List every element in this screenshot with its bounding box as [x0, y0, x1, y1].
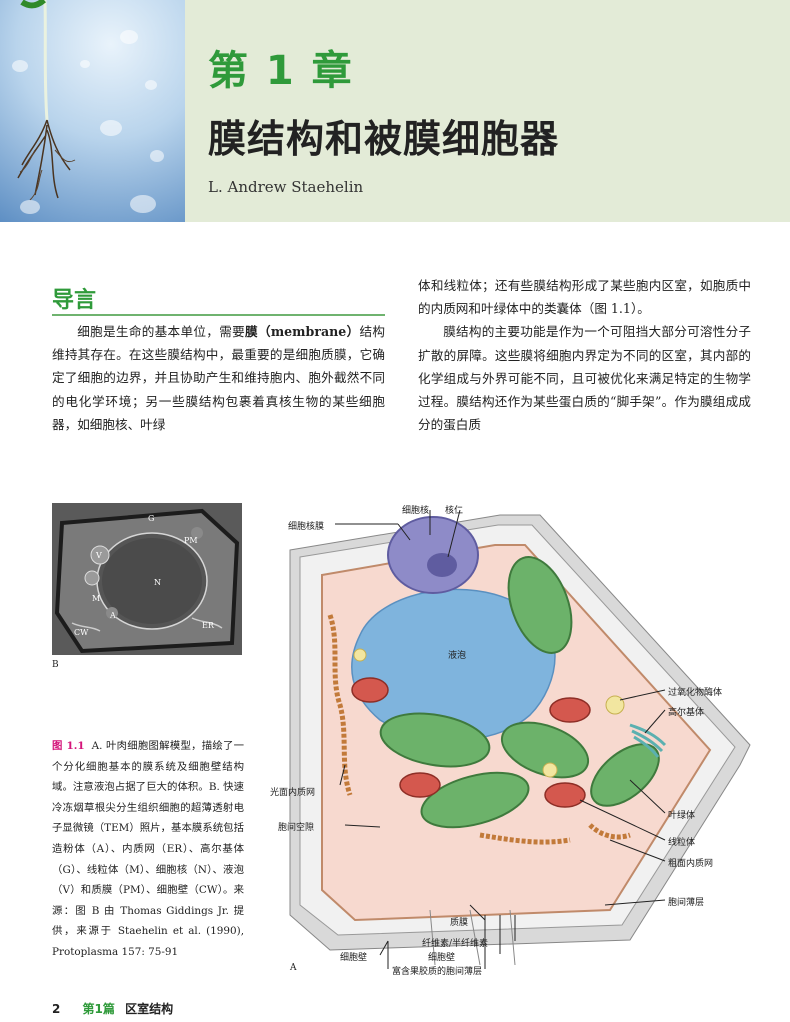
label-nuclear-envelope: 细胞核膜 — [288, 522, 325, 532]
term-membrane-en: （membrane） — [257, 324, 360, 339]
label-nucleus: 细胞核 — [402, 506, 430, 516]
label-pectin-lamella: 富含果胶质的胞间薄层 — [392, 967, 483, 977]
intro-right-column: 体和线粒体；还有些膜结构形成了某些胞内区室，如胞质中的内质网和叶绿体中的类囊体（… — [418, 274, 751, 436]
body-text: 细胞是生命的基本单位，需要 — [77, 324, 246, 339]
plant-cell-diagram: 细胞核膜 细胞核 核仁 液泡 过氧化物酶体 高尔基体 光面内质网 胞间空隙 叶绿… — [270, 495, 770, 985]
heading-divider — [52, 314, 385, 316]
label-vacuole: 液泡 — [448, 651, 467, 661]
intro-left-column: 细胞是生命的基本单位，需要膜（membrane）结构维持其存在。在这些膜结构中，… — [52, 320, 385, 436]
chapter-title: 膜结构和被膜细胞器 — [208, 117, 560, 161]
term-membrane: 膜 — [245, 324, 258, 339]
section-heading-intro: 导言 — [52, 288, 97, 313]
label-rough-er: 粗面内质网 — [668, 859, 714, 869]
page-footer: 2 第1篇 区室结构 — [52, 1000, 173, 1017]
tem-label: N — [154, 578, 161, 587]
tem-label: M — [92, 594, 100, 603]
tem-label: A — [109, 611, 116, 620]
section-label: 第1篇 — [82, 1002, 115, 1016]
figure-b-label: B — [52, 660, 59, 670]
tem-label: PM — [184, 536, 198, 545]
figure-number: 图 1.1 — [52, 740, 85, 752]
label-smooth-er: 光面内质网 — [270, 788, 316, 798]
tem-label: V — [95, 551, 102, 560]
figure-a-label: A — [290, 963, 297, 973]
chapter-number: 第 1 章 — [208, 48, 354, 94]
label-cell-wall-2: 细胞壁 — [428, 953, 456, 963]
tem-label: CW — [74, 628, 89, 637]
label-golgi: 高尔基体 — [668, 708, 705, 718]
label-middle-lamella: 胞间薄层 — [668, 898, 705, 908]
caption-text: A. 叶肉细胞图解模型，描绘了一个分化细胞基本的膜系统及细胞壁结构域。注意液泡占… — [52, 740, 245, 958]
plant-cell-illustration — [289, 509, 751, 969]
body-text: 结构维持其存在。在这些膜结构中，最重要的是细胞质膜，它确定了细胞的边界，并且协助… — [52, 324, 386, 432]
label-chloroplast: 叶绿体 — [668, 811, 696, 821]
tem-label: G — [148, 514, 154, 523]
seedling-icon — [17, 0, 76, 201]
label-plasma-membrane: 质膜 — [450, 918, 469, 928]
label-mitochondrion: 线粒体 — [668, 838, 696, 848]
paragraph: 膜结构的主要功能是作为一个可阻挡大部分可溶性分子扩散的屏障。这些膜将细胞内界定为… — [418, 324, 751, 433]
label-intercellular-space: 胞间空隙 — [278, 823, 315, 833]
section-name: 区室结构 — [125, 1002, 174, 1016]
tem-label: ER — [202, 621, 215, 630]
header-photo-seedling — [0, 0, 185, 222]
paragraph: 体和线粒体；还有些膜结构形成了某些胞内区室，如胞质中的内质网和叶绿体中的类囊体（… — [418, 278, 751, 317]
chapter-header: 第 1 章 膜结构和被膜细胞器 L. Andrew Staehelin — [0, 0, 790, 222]
label-peroxisome: 过氧化物酶体 — [668, 688, 723, 698]
figure-caption: 图 1.1 A. 叶肉细胞图解模型，描绘了一个分化细胞基本的膜系统及细胞壁结构域… — [52, 736, 244, 963]
label-cell-wall: 细胞壁 — [340, 953, 368, 963]
label-nucleolus: 核仁 — [445, 506, 464, 516]
page-number: 2 — [52, 1002, 61, 1016]
label-cellulose: 纤维素/半纤维素 — [422, 939, 489, 949]
author-name: L. Andrew Staehelin — [208, 178, 364, 196]
tem-micrograph: G PM N V M A CW ER — [52, 503, 242, 655]
